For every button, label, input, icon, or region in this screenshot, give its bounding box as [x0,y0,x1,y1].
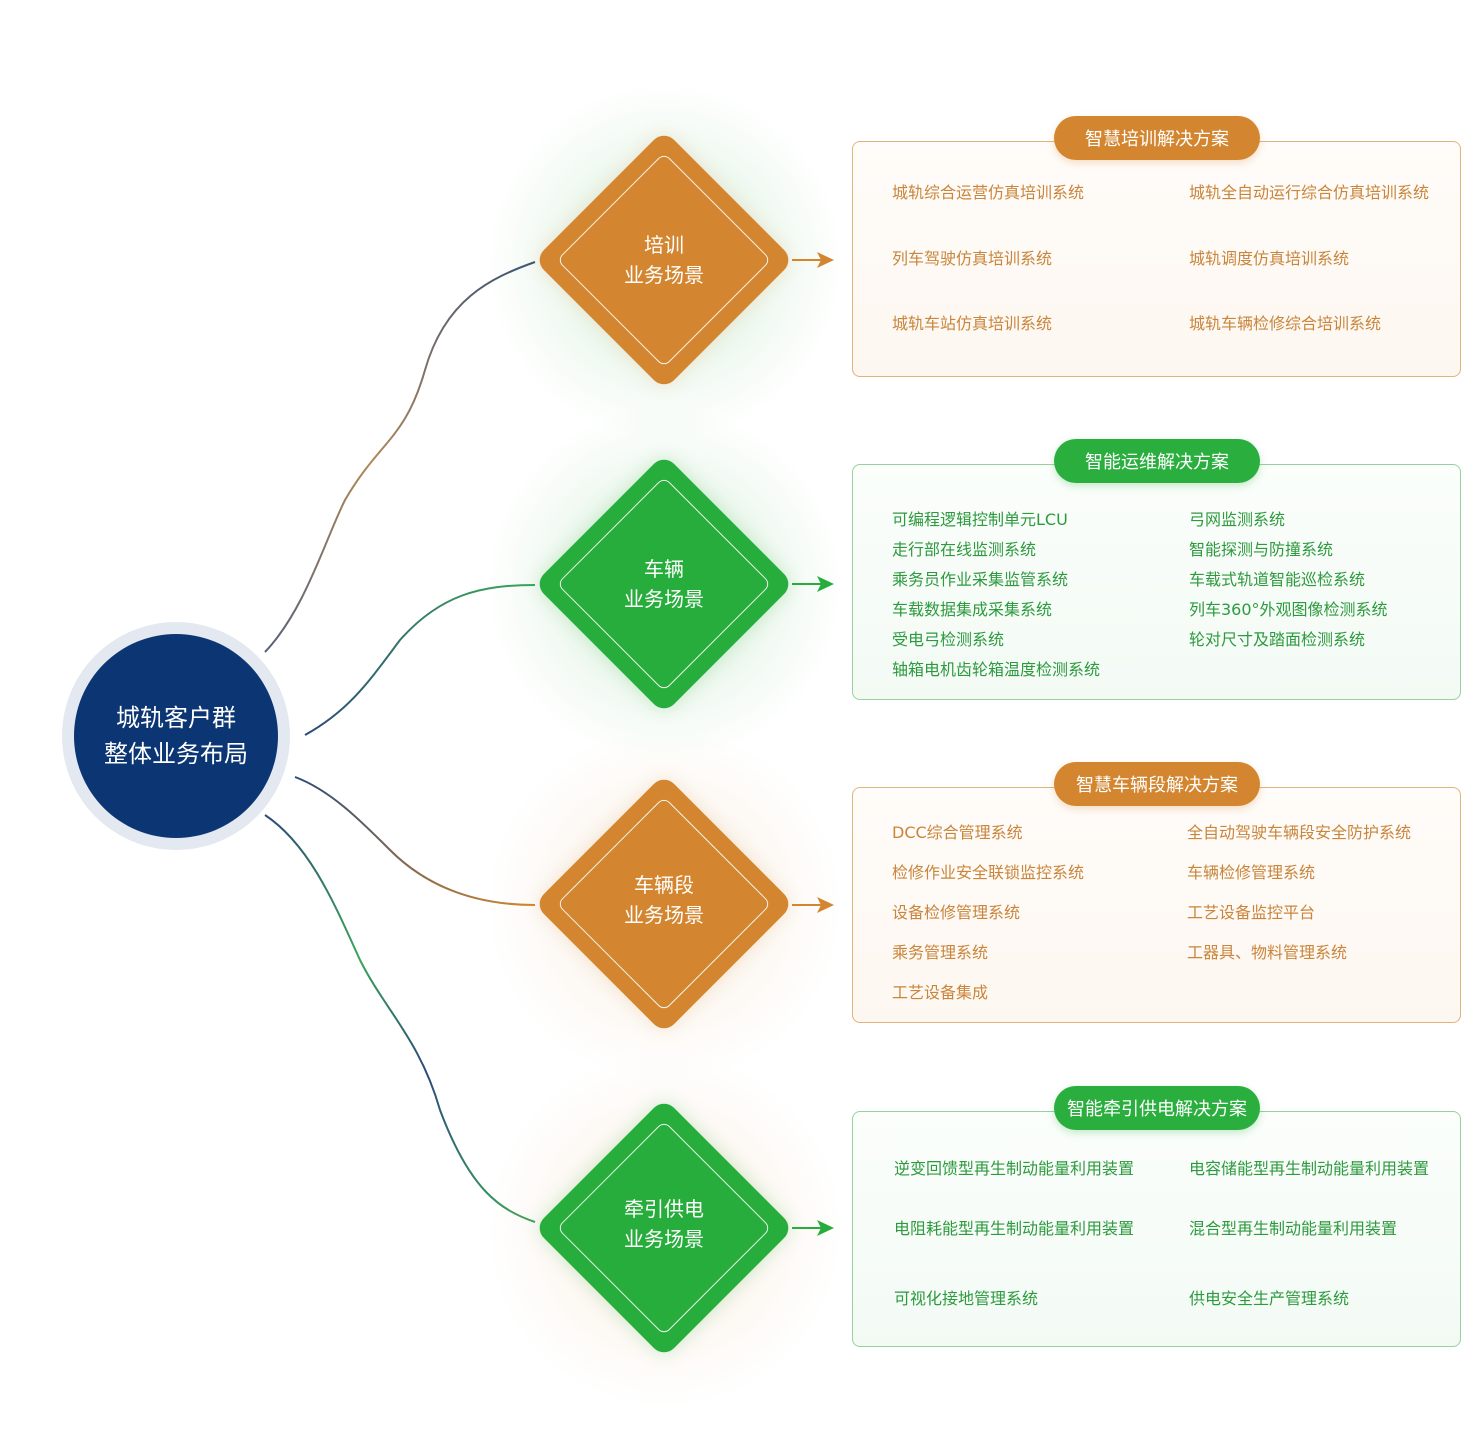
system-item[interactable]: 混合型再生制动能量利用装置 [1189,1219,1398,1238]
scenario-label-line1: 牵引供电 [624,1197,704,1221]
scenario-label-line1: 车辆 [644,557,684,581]
connector-training [264,261,536,653]
scenario-label-line1: 车辆段 [634,873,694,897]
system-item[interactable]: 车辆检修管理系统 [1187,863,1316,882]
system-item[interactable]: 电阻耗能型再生制动能量利用装置 [894,1219,1135,1238]
scenario-label-line2: 业务场景 [624,1227,704,1251]
solution-panel-depot [852,787,1461,1023]
scenario-label-line2: 业务场景 [624,903,704,927]
scenario-label-line2: 业务场景 [624,587,704,611]
connector-vehicle [304,584,536,736]
solution-panel-vehicle [852,464,1461,700]
system-item[interactable]: 车载数据集成采集系统 [892,600,1053,619]
system-item[interactable]: 列车驾驶仿真培训系统 [892,249,1053,268]
hub-node: 城轨客户群 整体业务布局 [62,622,290,850]
system-item[interactable]: 工艺设备集成 [892,983,989,1002]
system-item[interactable]: 车载式轨道智能巡检系统 [1189,570,1366,589]
system-item[interactable]: 走行部在线监测系统 [892,540,1037,559]
system-item[interactable]: DCC综合管理系统 [892,823,1023,842]
system-item[interactable]: 全自动驾驶车辆段安全防护系统 [1187,823,1412,842]
scenario-label-traction: 牵引供电 业务场景 [564,1184,764,1264]
system-item[interactable]: 电容储能型再生制动能量利用装置 [1189,1159,1430,1178]
solution-panel-training [852,141,1461,377]
system-item[interactable]: 乘务员作业采集监管系统 [892,570,1069,589]
system-item[interactable]: 城轨综合运营仿真培训系统 [892,183,1085,202]
system-item[interactable]: 列车360°外观图像检测系统 [1189,600,1388,619]
hub-circle: 城轨客户群 整体业务布局 [74,634,278,838]
connector-depot [294,776,536,906]
system-item[interactable]: 供电安全生产管理系统 [1189,1289,1350,1308]
system-item[interactable]: 逆变回馈型再生制动能量利用装置 [894,1159,1135,1178]
system-item[interactable]: 受电弓检测系统 [892,630,1005,649]
system-item[interactable]: 工艺设备监控平台 [1187,903,1316,922]
system-item[interactable]: 城轨全自动运行综合仿真培训系统 [1189,183,1430,202]
system-item[interactable]: 轴箱电机齿轮箱温度检测系统 [892,660,1101,679]
scenario-label-depot: 车辆段 业务场景 [564,860,764,940]
solution-title-vehicle: 智能运维解决方案 [1054,439,1260,483]
solution-title-traction: 智能牵引供电解决方案 [1054,1086,1260,1130]
system-item[interactable]: 乘务管理系统 [892,943,989,962]
connector-traction [264,814,536,1223]
hub-title-line2: 整体业务布局 [104,740,248,768]
scenario-label-line1: 培训 [644,233,684,257]
system-item[interactable]: 城轨车站仿真培训系统 [892,314,1053,333]
solution-title-depot: 智慧车辆段解决方案 [1054,762,1260,806]
system-item[interactable]: 智能探测与防撞系统 [1189,540,1334,559]
system-item[interactable]: 可编程逻辑控制单元LCU [892,510,1068,529]
system-item[interactable]: 城轨调度仿真培训系统 [1189,249,1350,268]
scenario-label-line2: 业务场景 [624,263,704,287]
system-item[interactable]: 可视化接地管理系统 [894,1289,1039,1308]
solution-panel-traction [852,1111,1461,1347]
scenario-label-training: 培训 业务场景 [564,220,764,300]
system-item[interactable]: 轮对尺寸及踏面检测系统 [1189,630,1366,649]
scenario-label-vehicle: 车辆 业务场景 [564,544,764,624]
system-item[interactable]: 工器具、物料管理系统 [1187,943,1348,962]
hub-title-line1: 城轨客户群 [116,704,236,732]
system-item[interactable]: 检修作业安全联锁监控系统 [892,863,1085,882]
system-item[interactable]: 弓网监测系统 [1189,510,1286,529]
system-item[interactable]: 城轨车辆检修综合培训系统 [1189,314,1382,333]
solution-title-training: 智慧培训解决方案 [1054,116,1260,160]
system-item[interactable]: 设备检修管理系统 [892,903,1021,922]
